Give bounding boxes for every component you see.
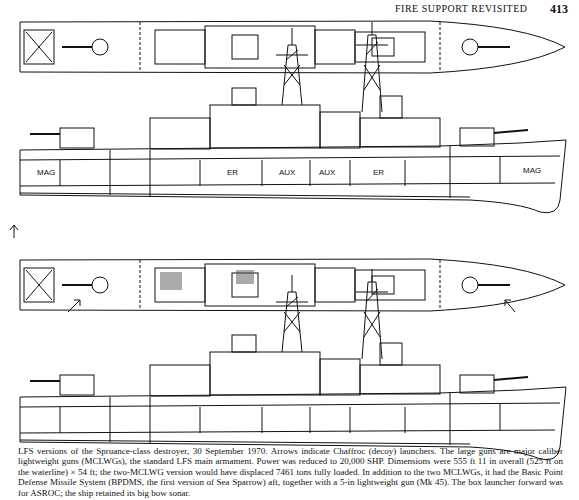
compartment-label: ER [226,169,239,177]
compartment-label: AUX [318,169,336,177]
figure-caption: LFS versions of the Spruance-class destr… [18,446,563,498]
compartment-label: MAG [36,169,56,177]
compartment-label: ER [372,169,385,177]
compartment-label: MAG [522,167,542,175]
page-number: 413 [550,3,568,15]
compartment-label: AUX [278,169,296,177]
running-header: FIRE SUPPORT REVISITED [395,4,527,14]
